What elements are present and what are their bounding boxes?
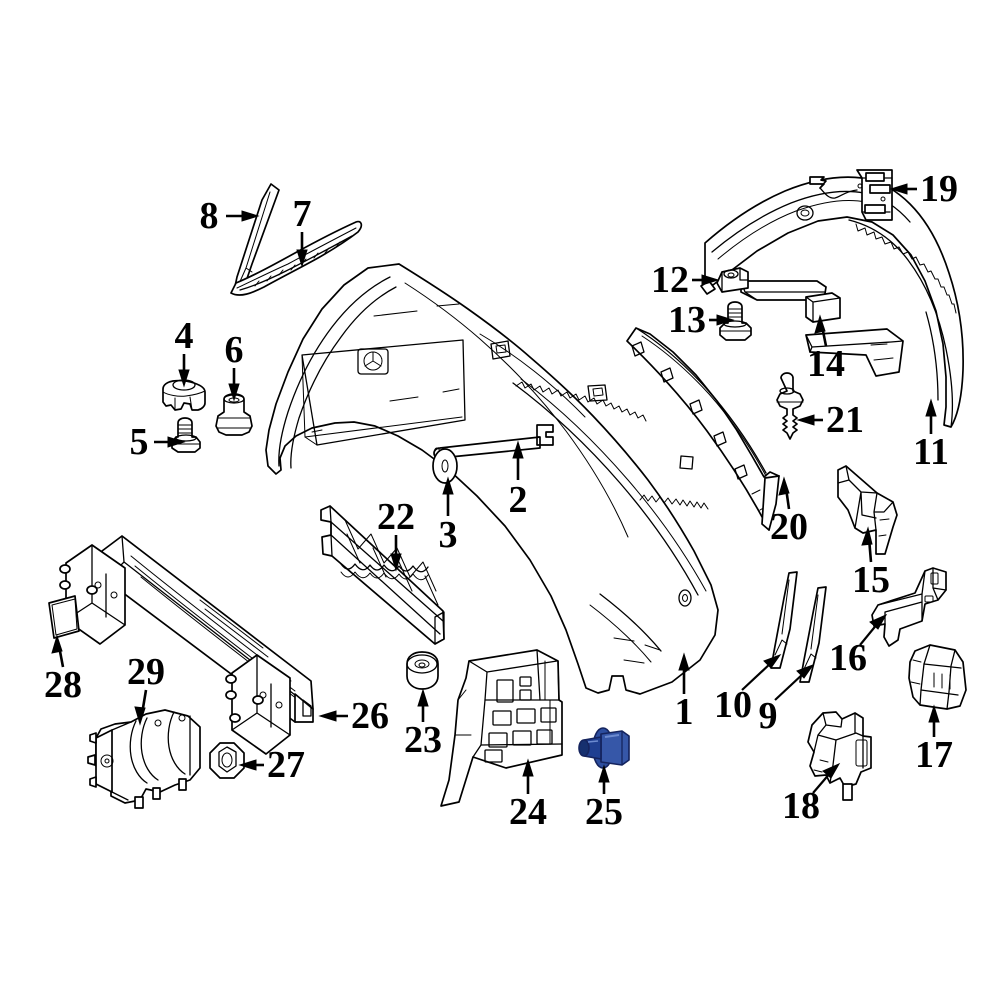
- part-side-impact-absorber: [440, 649, 563, 807]
- callout-label-1[interactable]: 1: [674, 691, 694, 733]
- callout-label-9[interactable]: 9: [758, 695, 778, 737]
- callout-label-22[interactable]: 22: [377, 496, 415, 538]
- part-hex-flange-nut: [209, 742, 245, 779]
- callout-label-12[interactable]: 12: [651, 259, 689, 301]
- callout-label-16[interactable]: 16: [829, 637, 867, 679]
- part-grommet-nut: [215, 393, 253, 436]
- callout-label-25[interactable]: 25: [585, 791, 623, 833]
- part-grommet-washer: [406, 651, 439, 690]
- callout-label-28[interactable]: 28: [44, 664, 82, 706]
- part-mounting-bracket-right: [871, 567, 947, 647]
- callout-label-23[interactable]: 23: [404, 719, 442, 761]
- callout-label-24[interactable]: 24: [509, 791, 547, 833]
- part-rear-bumper-cover-upper-right: [700, 176, 964, 428]
- callout-label-14[interactable]: 14: [807, 343, 845, 385]
- callout-label-29[interactable]: 29: [127, 651, 165, 693]
- part-flange-bolt-small: [171, 417, 201, 453]
- part-flange-bolt-medium: [719, 301, 752, 341]
- part-push-pin-rivet: [776, 372, 804, 440]
- part-bumper-spacer-block: [805, 292, 841, 323]
- callout-label-13[interactable]: 13: [668, 299, 706, 341]
- part-impact-absorber-bracket: [908, 644, 967, 710]
- callout-label-18[interactable]: 18: [782, 785, 820, 827]
- part-bumper-reinforcement-beam: [59, 535, 314, 755]
- callout-label-3[interactable]: 3: [438, 514, 458, 556]
- callout-label-6[interactable]: 6: [224, 329, 244, 371]
- part-sensor-retainer-bracket: [807, 711, 872, 801]
- part-cover-plug-cap: [432, 448, 458, 484]
- part-foam-pad: [48, 595, 80, 639]
- callout-label-17[interactable]: 17: [915, 734, 953, 776]
- callout-label-20[interactable]: 20: [770, 506, 808, 548]
- callout-label-7[interactable]: 7: [292, 193, 312, 235]
- part-retainer-clip: [162, 379, 206, 411]
- part-spring-nut-clip: [716, 267, 749, 293]
- callout-label-15[interactable]: 15: [852, 559, 890, 601]
- part-bumper-cover-bolt-highlighted: [578, 727, 630, 769]
- manufacturer-emblem: [357, 348, 389, 375]
- callout-leader-lines: [51, 183, 940, 794]
- callout-label-10[interactable]: 10: [714, 684, 752, 726]
- part-rear-bumper-cover-main: [265, 263, 719, 695]
- callout-label-26[interactable]: 26: [351, 695, 389, 737]
- callout-label-2[interactable]: 2: [508, 479, 528, 521]
- callout-label-27[interactable]: 27: [267, 744, 305, 786]
- callout-label-21[interactable]: 21: [826, 399, 864, 441]
- part-side-support-bracket-right: [837, 465, 898, 555]
- callout-label-8[interactable]: 8: [199, 195, 219, 237]
- part-lower-valance-trim: [626, 327, 780, 531]
- callout-label-5[interactable]: 5: [129, 421, 149, 463]
- callout-label-4[interactable]: 4: [174, 315, 194, 357]
- part-side-reflector-trim-right: [799, 586, 827, 683]
- part-license-lamp-harness-bracket: [809, 169, 893, 221]
- part-energy-absorber-bar: [320, 505, 445, 645]
- part-upper-trim-molding: [230, 220, 363, 296]
- callout-label-11[interactable]: 11: [913, 431, 949, 473]
- callout-label-19[interactable]: 19: [920, 168, 958, 210]
- part-side-reflector-trim-left: [770, 571, 798, 669]
- part-tow-hook-crash-box: [87, 709, 201, 809]
